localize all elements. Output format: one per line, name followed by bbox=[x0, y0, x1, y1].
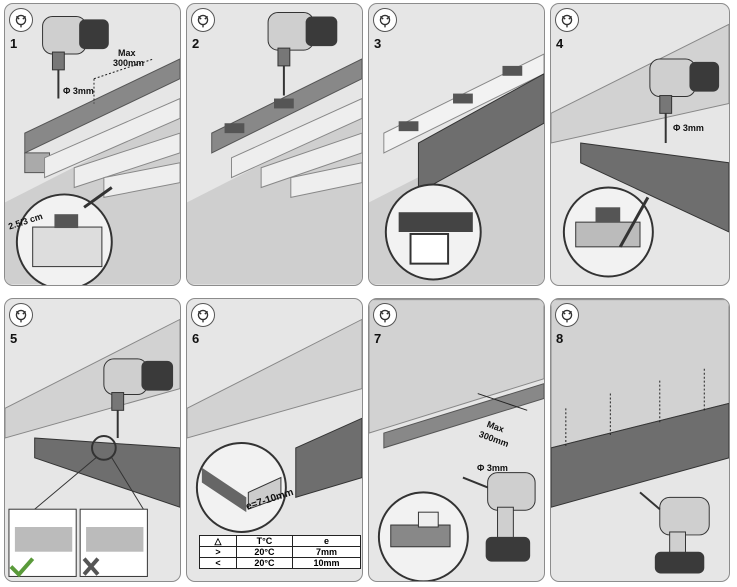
assembly-logo-icon bbox=[555, 8, 579, 32]
step-illustration bbox=[369, 299, 544, 581]
step-panel-8: 8 bbox=[550, 298, 730, 582]
drill-diameter-label: Φ 3mm bbox=[63, 86, 94, 96]
step-illustration bbox=[5, 318, 180, 578]
step-panel-4: 4 Φ 3mm bbox=[550, 3, 730, 286]
step-number: 4 bbox=[556, 36, 564, 51]
table-cell: △ bbox=[199, 535, 237, 547]
temperature-gap-table: △ T°C e > 20°C 7mm < 20°C 10mm bbox=[199, 535, 362, 569]
step-number: 6 bbox=[192, 331, 200, 346]
drill-icon bbox=[42, 15, 109, 99]
assembly-logo-icon bbox=[373, 8, 397, 32]
step-illustration bbox=[551, 299, 729, 574]
step-panel-1: 1 Max 300mm Φ 3mm 2 bbox=[4, 3, 181, 286]
assembly-logo-icon bbox=[555, 303, 579, 327]
drill-diameter-label: Φ 3mm bbox=[477, 463, 508, 473]
table-header-row: △ T°C e bbox=[199, 535, 362, 547]
step-panel-2: 2 bbox=[186, 3, 363, 286]
step-illustration bbox=[369, 53, 544, 285]
table-cell: < bbox=[199, 557, 237, 569]
drill-icon bbox=[267, 12, 338, 96]
drill-icon bbox=[649, 58, 720, 144]
table-cell: T°C bbox=[236, 535, 293, 547]
assembly-logo-icon bbox=[9, 303, 33, 327]
assembly-logo-icon bbox=[373, 303, 397, 327]
table-cell: 10mm bbox=[291, 557, 362, 569]
step-number: 8 bbox=[556, 331, 564, 346]
step-number: 5 bbox=[10, 331, 18, 346]
step-panel-6: 6 e=7-10mm △ T°C e > 20°C 7mm < 20°C 10 bbox=[186, 298, 363, 582]
assembly-logo-icon bbox=[191, 8, 215, 32]
step-number: 2 bbox=[192, 36, 200, 51]
step-panel-7: 7 Max 300mm Φ 3mm bbox=[368, 298, 545, 582]
step-panel-5: 5 bbox=[4, 298, 181, 582]
table-cell: 20°C bbox=[236, 546, 293, 558]
step-panel-3: 3 bbox=[368, 3, 545, 286]
max-label: Max bbox=[118, 48, 136, 58]
table-cell: 20°C bbox=[236, 557, 293, 569]
table-cell: 7mm bbox=[291, 546, 362, 558]
cross-icon bbox=[82, 557, 100, 576]
table-row: > 20°C 7mm bbox=[199, 546, 362, 558]
step-illustration bbox=[5, 15, 180, 285]
step-illustration bbox=[551, 23, 729, 278]
max-value-label: 300mm bbox=[113, 58, 145, 68]
step-number: 3 bbox=[374, 36, 382, 51]
table-cell: > bbox=[199, 546, 237, 558]
assembly-logo-icon bbox=[9, 8, 33, 32]
drill-icon bbox=[639, 491, 710, 574]
check-icon bbox=[9, 557, 35, 578]
step-number: 1 bbox=[10, 36, 18, 51]
drill-icon bbox=[103, 358, 174, 439]
drill-icon bbox=[462, 472, 536, 562]
assembly-logo-icon bbox=[191, 303, 215, 327]
step-number: 7 bbox=[374, 331, 382, 346]
drill-diameter-label: Φ 3mm bbox=[673, 123, 704, 133]
step-illustration bbox=[187, 12, 362, 285]
step-illustration bbox=[187, 318, 362, 533]
table-cell: e bbox=[291, 535, 362, 547]
table-row: < 20°C 10mm bbox=[199, 557, 362, 569]
